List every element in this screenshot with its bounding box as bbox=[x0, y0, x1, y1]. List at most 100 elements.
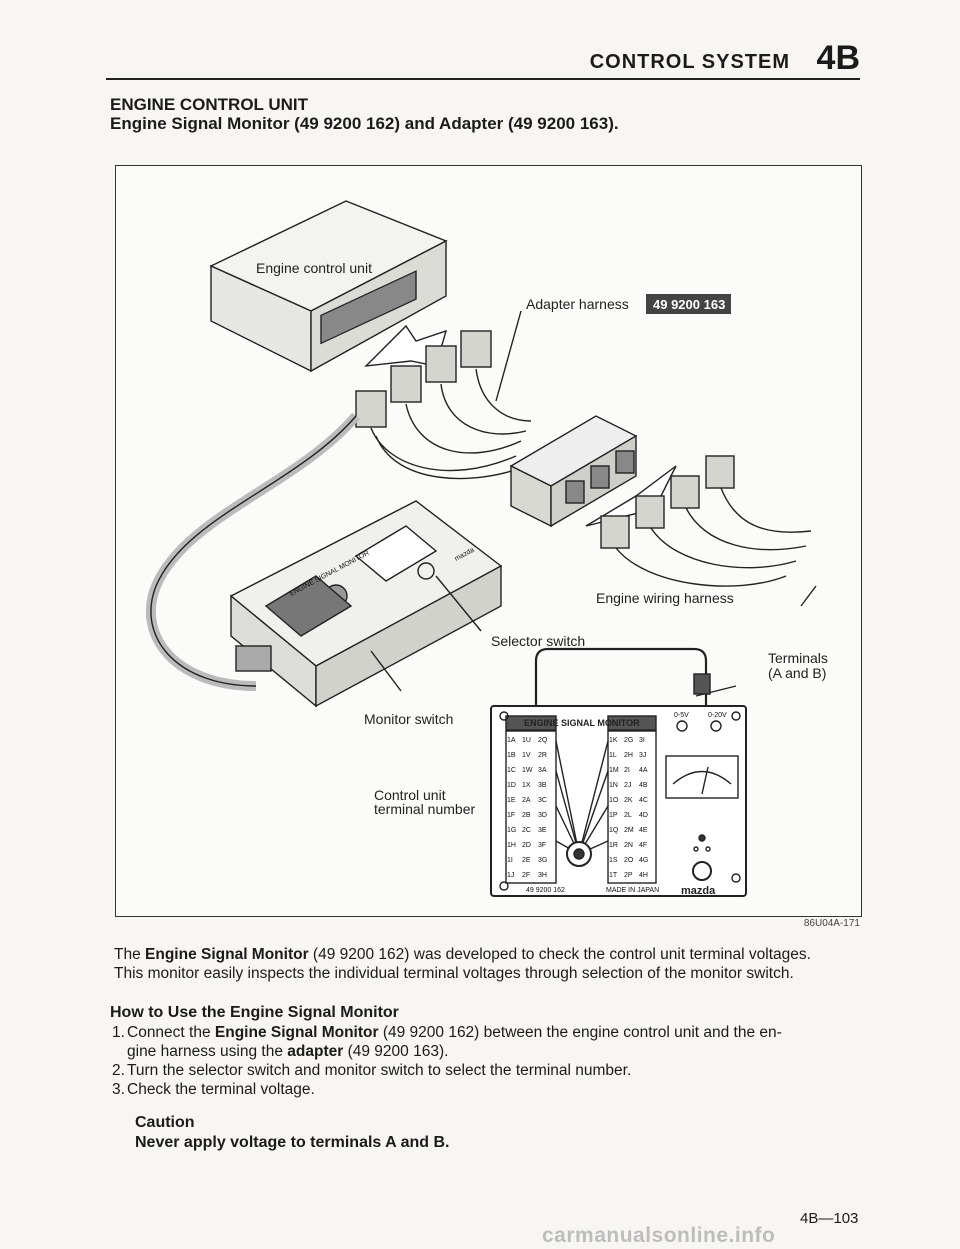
monitor-knob bbox=[692, 861, 712, 881]
adapter-code-badge bbox=[646, 294, 731, 314]
terminal-label: 2D bbox=[522, 842, 531, 849]
terminal-label: 1V bbox=[522, 752, 531, 759]
terminal-label: 2B bbox=[522, 812, 531, 819]
terminal-label: 1J bbox=[507, 872, 514, 879]
terminal-label: 1R bbox=[609, 842, 618, 849]
terminal-label: 1N bbox=[609, 782, 618, 789]
terminal-label: 3B bbox=[538, 782, 547, 789]
terminal-label: 3E bbox=[538, 827, 547, 834]
watermark: carmanualsonline.info bbox=[542, 1224, 776, 1247]
label-terminals-ab: (A and B) bbox=[768, 665, 826, 681]
terminal-label: 1Q bbox=[609, 827, 619, 834]
terminal-label: 2E bbox=[522, 857, 531, 864]
terminal-label: 3C bbox=[538, 797, 547, 804]
step-2: 2.Turn the selector switch and monitor s… bbox=[112, 1062, 632, 1079]
terminal-label: 1T bbox=[609, 872, 618, 879]
panel-handle bbox=[534, 647, 708, 706]
terminal-label: 4E bbox=[639, 827, 648, 834]
terminal-label: 3H bbox=[538, 872, 547, 879]
terminal-label: 3F bbox=[538, 842, 546, 849]
terminal-label: 4A bbox=[639, 767, 648, 774]
terminal-label: 2I bbox=[624, 767, 630, 774]
panel-part-number: 49 9200 162 bbox=[526, 887, 565, 894]
terminal-label: 2G bbox=[624, 737, 633, 744]
terminals-ab bbox=[693, 673, 711, 695]
header-section-code: 4B bbox=[816, 39, 860, 77]
terminal-label: 3G bbox=[538, 857, 547, 864]
section-subtitle: Engine Signal Monitor (49 9200 162) and … bbox=[110, 114, 619, 133]
panel-brand: mazda bbox=[681, 885, 716, 897]
terminal-label: 4D bbox=[639, 812, 648, 819]
monitor-front bbox=[315, 564, 502, 708]
terminal-label: 1G bbox=[507, 827, 516, 834]
step-3: 3.Check the terminal voltage. bbox=[112, 1081, 315, 1098]
terminal-label: 3I bbox=[639, 737, 645, 744]
terminal-label: 1I bbox=[507, 857, 513, 864]
terminal-label: 1D bbox=[507, 782, 516, 789]
section-title: ENGINE CONTROL UNIT bbox=[110, 95, 309, 114]
label-adapter-code: 49 9200 163 bbox=[653, 297, 725, 312]
terminal-label: 2M bbox=[624, 827, 634, 834]
figure-illustration: Engine control unit Adapter harness 49 9… bbox=[115, 165, 862, 917]
terminal-label: 4G bbox=[639, 857, 648, 864]
figure-drawing: Engine control unit Adapter harness 49 9… bbox=[146, 200, 828, 897]
description-paragraph: The Engine Signal Monitor (49 9200 162) … bbox=[114, 946, 811, 982]
label-terminals: Terminals bbox=[768, 650, 828, 666]
label-selector-switch: Selector switch bbox=[491, 633, 585, 649]
panel-range-low: 0-5V bbox=[674, 712, 689, 719]
terminal-label: 1K bbox=[609, 737, 618, 744]
terminal-label: 1W bbox=[522, 767, 533, 774]
terminal-label: 2F bbox=[522, 872, 530, 879]
terminal-label: 1U bbox=[522, 737, 531, 744]
terminal-label: 1S bbox=[609, 857, 618, 864]
terminal-block-right bbox=[607, 730, 657, 884]
step-1: 1.Connect the Engine Signal Monitor (49 … bbox=[112, 1024, 782, 1060]
caution-body: Never apply voltage to terminals A and B… bbox=[135, 1134, 450, 1151]
terminal-label: 2P bbox=[624, 872, 633, 879]
terminal-label: 2Q bbox=[538, 737, 548, 744]
plug-2 bbox=[390, 365, 422, 403]
terminal-label: 1X bbox=[522, 782, 531, 789]
terminal-label: 1B bbox=[507, 752, 516, 759]
terminal-label: 4C bbox=[639, 797, 648, 804]
label-adapter-harness: Adapter harness bbox=[526, 296, 629, 312]
terminal-label: 1P bbox=[609, 812, 618, 819]
terminal-label: 1A bbox=[507, 737, 516, 744]
label-control-unit: Control unit bbox=[374, 787, 446, 803]
terminal-label: 2N bbox=[624, 842, 633, 849]
terminal-label: 2O bbox=[624, 857, 634, 864]
label-monitor-switch: Monitor switch bbox=[364, 711, 453, 727]
terminal-label: 2A bbox=[522, 797, 531, 804]
page-number: 4B—103 bbox=[800, 1210, 859, 1227]
panel-made-in: MADE IN JAPAN bbox=[606, 887, 659, 894]
terminal-label: 1H bbox=[507, 842, 516, 849]
label-terminal-number: terminal number bbox=[374, 801, 475, 817]
terminal-label: 1L bbox=[609, 752, 617, 759]
page-header: CONTROL SYSTEM 4B bbox=[106, 39, 860, 80]
terminal-label: 1E bbox=[507, 797, 516, 804]
leader-monitor bbox=[370, 650, 402, 692]
harness-plug-1 bbox=[600, 515, 630, 549]
terminal-label: 2C bbox=[522, 827, 531, 834]
terminal-block-left bbox=[505, 730, 557, 884]
terminal-label: 2K bbox=[624, 797, 633, 804]
plug-1 bbox=[355, 390, 387, 428]
terminal-label: 3A bbox=[538, 767, 547, 774]
terminal-label: 2J bbox=[624, 782, 631, 789]
terminal-label: 1F bbox=[507, 812, 515, 819]
terminal-labels-left: 1A1B1C1D1E1F1G1H1I1J1U1V1W1X2A2B2C2D2E2F… bbox=[507, 737, 648, 879]
terminal-label: 1O bbox=[609, 797, 619, 804]
terminal-label: 2L bbox=[624, 812, 632, 819]
terminal-label: 4B bbox=[639, 782, 648, 789]
terminal-label: 4H bbox=[639, 872, 648, 879]
plug-3 bbox=[425, 345, 457, 383]
terminal-label: 4F bbox=[639, 842, 647, 849]
plug-4 bbox=[460, 330, 492, 368]
leader-selector bbox=[435, 575, 482, 632]
terminal-label: 2R bbox=[538, 752, 547, 759]
panel-title: ENGINE SIGNAL MONITOR bbox=[524, 718, 640, 728]
caution-title: Caution bbox=[135, 1114, 195, 1131]
label-engine-wiring-harness: Engine wiring harness bbox=[596, 590, 734, 606]
terminal-label: 1M bbox=[609, 767, 619, 774]
label-engine-control-unit: Engine control unit bbox=[256, 260, 372, 276]
